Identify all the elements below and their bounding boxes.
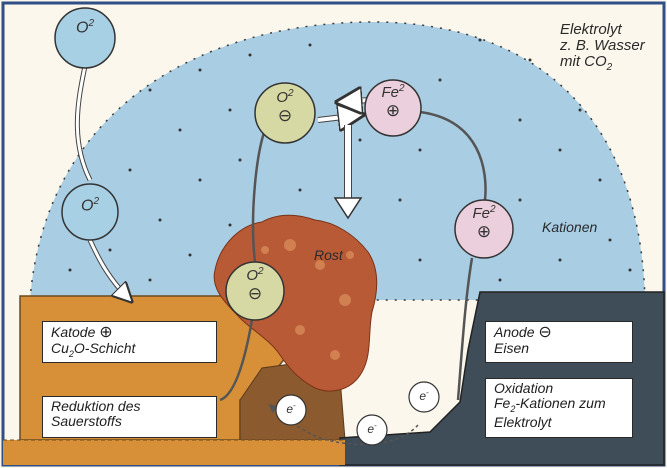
oxygen-ion-1-label: O2 ⊖: [260, 88, 310, 126]
cathode-box-line1: Katode ⊕: [51, 324, 208, 341]
oxidation-box-line2: Fe2-Kationen zum: [494, 396, 624, 415]
rost-label: Rost: [314, 248, 343, 263]
reduction-box-line2: Sauerstoffs: [51, 414, 208, 429]
cathode-box: Katode ⊕ Cu2O-Schicht: [42, 321, 217, 363]
electrolyte-label-line1: Elektrolyt: [560, 22, 645, 38]
anode-box-line1: Anode ⊖: [494, 324, 624, 341]
electrolyte-label-line2: z. B. Wasser: [560, 38, 645, 54]
electrolyte-label-line3: mit CO2: [560, 54, 645, 74]
iron-ion-2-label: Fe2 ⊕: [459, 204, 509, 242]
oxygen-molecule-2-label: O2: [65, 196, 115, 215]
reduction-box: Reduktion des Sauerstoffs: [42, 396, 217, 438]
kationen-label: Kationen: [542, 220, 597, 235]
oxygen-molecule-1-label: O2: [60, 18, 110, 37]
iron-ion-1-label: Fe2 ⊕: [368, 83, 418, 121]
reduction-box-line1: Reduktion des: [51, 399, 208, 414]
oxidation-box-line3: Elektrolyt: [494, 415, 624, 430]
anode-box-line2: Eisen: [494, 341, 624, 356]
oxygen-molecule-1: [55, 8, 115, 68]
electrolyte-label: Elektrolyt z. B. Wasser mit CO2: [560, 22, 645, 74]
oxidation-box-line1: Oxidation: [494, 381, 624, 396]
electron-3-label: e-: [409, 388, 439, 403]
electron-2-label: e-: [357, 421, 387, 436]
oxidation-box: Oxidation Fe2-Kationen zum Elektrolyt: [485, 378, 633, 438]
cathode-box-line2: Cu2O-Schicht: [51, 341, 208, 360]
anode-box: Anode ⊖ Eisen: [485, 321, 633, 363]
oxygen-ion-2-label: O2 ⊖: [230, 266, 280, 304]
electron-1-label: e-: [276, 401, 306, 416]
